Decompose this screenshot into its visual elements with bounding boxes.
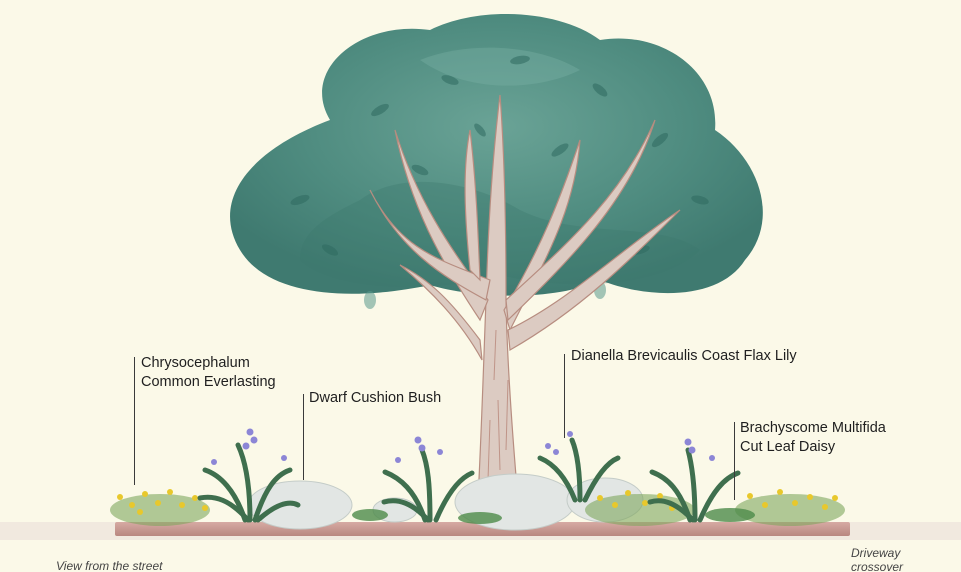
label-chrysocephalum: Chrysocephalum Common Everlasting <box>141 354 276 392</box>
leader-chrysocephalum <box>134 357 135 485</box>
label-dianella: Dianella Brevicaulis Coast Flax Lily <box>571 347 797 366</box>
leader-dianella <box>564 354 565 438</box>
leader-cushion-bush <box>303 394 304 480</box>
label-brachyscome: Brachyscome Multifida Cut Leaf Daisy <box>740 419 886 457</box>
caption-street-view: View from the street <box>56 559 163 572</box>
label-cushion-bush: Dwarf Cushion Bush <box>309 389 441 408</box>
leader-brachyscome <box>734 422 735 500</box>
caption-driveway: Driveway crossover <box>851 546 903 572</box>
